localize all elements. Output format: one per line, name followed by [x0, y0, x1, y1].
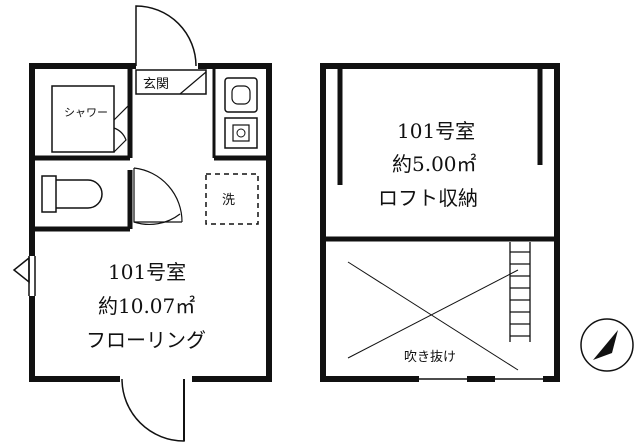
ladder [509, 242, 531, 342]
kitchen-sink [224, 77, 258, 113]
entrance-label: 玄関 [143, 77, 170, 92]
entrance-door-gap [136, 62, 198, 71]
room-name-loft: 101号室 [397, 119, 476, 143]
entrance-area [135, 69, 207, 95]
unit-loft [320, 63, 560, 383]
toilet-tank [41, 175, 57, 213]
shower-door-swing [113, 105, 129, 153]
balcony-door-swing [121, 378, 185, 442]
room-type-loft: ロフト収納 [378, 186, 478, 210]
kitchen-stove [224, 117, 258, 149]
unit-1f [12, 5, 272, 442]
entrance-step [179, 71, 207, 95]
shower-label: シャワー [64, 106, 108, 119]
toilet-bowl [56, 179, 103, 209]
room-name-1f: 101号室 [108, 260, 187, 284]
room-type-1f: フローリング [86, 328, 206, 352]
window-gap-left [28, 256, 37, 296]
side-window [12, 256, 30, 284]
sink-basin [231, 85, 251, 105]
washer-space [205, 173, 259, 225]
shower-booth [51, 85, 115, 153]
room-area-1f: 約10.07㎡ [98, 294, 196, 318]
entrance-door-swing [135, 5, 197, 67]
outer-wall-loft [320, 63, 560, 382]
room-area-loft: 約5.00㎡ [392, 152, 477, 176]
bathroom-door-arc [133, 167, 183, 223]
stove-burner [232, 124, 250, 142]
balcony-door-gap [120, 374, 192, 383]
void-cross-1 [347, 261, 519, 371]
washer-label: 洗 [222, 193, 236, 208]
void-cross-2 [347, 269, 519, 359]
north-arrow-icon [580, 318, 634, 372]
stove-burner-ring [236, 128, 246, 138]
void-label: 吹き抜け [404, 350, 457, 365]
